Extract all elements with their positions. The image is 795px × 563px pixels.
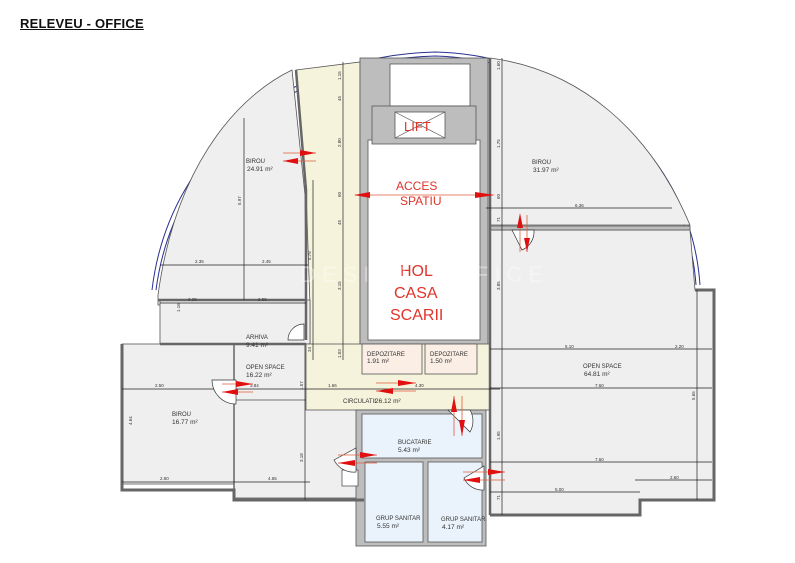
room-label: BIROU	[246, 159, 265, 165]
room-grup-sanitar-1	[364, 461, 424, 543]
room-area: 4.17 m²	[442, 524, 465, 531]
arrow-icon	[463, 469, 505, 483]
dim-text: 7.60	[595, 457, 604, 462]
dim-text: 3.15	[337, 281, 342, 290]
arrow-icon	[222, 381, 253, 395]
dim-text: 1.03	[337, 349, 342, 358]
door-swing	[287, 323, 305, 341]
room-area: 24.91 m²	[247, 166, 273, 173]
dim-text: 1.60	[496, 61, 501, 70]
room-area: 5.43 m²	[398, 447, 421, 454]
dim-text: 2.80	[337, 138, 342, 147]
dim-text: 4.65	[268, 476, 277, 481]
lift-label: LIFT	[404, 119, 431, 134]
dim-text: 2.45	[262, 259, 271, 264]
room-label: GRUP SANITAR	[376, 516, 421, 522]
dim-text: 4.30	[415, 383, 424, 388]
dim-text: 5.00	[555, 487, 564, 492]
dim-text: 2.20	[675, 344, 684, 349]
arrow-icon	[354, 192, 495, 198]
door-swing	[333, 447, 357, 473]
room-label: GRUP SANITAR	[441, 517, 486, 523]
room-area: 9.41 m²	[246, 342, 269, 349]
hol-label-1: HOL	[400, 263, 433, 280]
dim-text: 71	[496, 494, 501, 500]
room-area: 16.22 m²	[246, 372, 272, 379]
dim-text: 2.25	[188, 297, 197, 302]
room-label: DEPOZITARE	[430, 352, 468, 358]
dim-text: 5.78	[307, 251, 312, 260]
dim-text: 3.85	[496, 281, 501, 290]
dim-text: 1.95	[496, 431, 501, 440]
acces-label-2: SPATIU	[400, 194, 442, 208]
arrow-icon	[376, 380, 416, 394]
hol-label-2: CASA	[394, 285, 438, 302]
dim-text: 34	[307, 346, 312, 352]
dim-text: 1.75	[496, 139, 501, 148]
room-depozitare-2	[424, 343, 478, 375]
dim-text: 2.60	[670, 475, 679, 480]
room-arhiva	[159, 299, 311, 345]
dim-text: 71	[496, 216, 501, 222]
dim-text: 60	[337, 191, 342, 197]
watermark: DESIGN OFFICE	[300, 262, 549, 287]
room-area: 1.91 m²	[367, 358, 390, 365]
room-depozitare-1	[361, 343, 423, 375]
room-label: BUCATARIE	[398, 440, 431, 446]
room-label: OPEN SPACE	[246, 365, 285, 371]
arrow-icon	[283, 150, 316, 164]
dim-text: 2.50	[155, 383, 164, 388]
room-label: DEPOZITARE	[367, 352, 405, 358]
plan-title: RELEVEU - OFFICE	[20, 16, 144, 31]
room-area: 64.81 m²	[584, 371, 610, 378]
room-label: BIROU	[172, 412, 191, 418]
dim-text: 2.55	[258, 297, 267, 302]
door-swing	[511, 229, 535, 251]
arrow-icon	[451, 396, 465, 436]
shaft	[341, 469, 359, 487]
dim-text: 1.66	[328, 383, 337, 388]
dim-text: 60	[496, 193, 501, 199]
arrow-icon	[517, 213, 530, 252]
hol-label-3: SCARII	[390, 307, 443, 324]
dim-text: 45	[337, 95, 342, 101]
dim-text: 3.18	[299, 453, 304, 462]
room-area: 26.12 m²	[375, 398, 401, 405]
dim-text: 7.60	[595, 383, 604, 388]
core-top	[389, 63, 471, 107]
acces-label-1: ACCES	[396, 179, 437, 193]
dim-text: 1.57	[299, 381, 304, 390]
arrow-icon	[338, 452, 377, 466]
dim-text: 1.16	[176, 303, 181, 312]
dim-text: 4.64	[128, 416, 133, 425]
dim-text: 3.84	[250, 383, 259, 388]
dim-text: 5.97	[237, 196, 242, 205]
dim-text: 45	[337, 219, 342, 225]
dim-text: 2.60	[160, 476, 169, 481]
dim-text: 5.10	[565, 344, 574, 349]
room-label: ARHIVA	[246, 335, 268, 341]
room-label: OPEN SPACE	[583, 364, 622, 370]
room-area: 5.55 m²	[377, 523, 400, 530]
room-label: CIRCULATII	[343, 399, 376, 405]
room-hol	[367, 139, 481, 341]
room-birou-nw	[157, 69, 307, 306]
room-label: BIROU	[532, 160, 551, 166]
dim-text: 5.66	[691, 391, 696, 400]
room-area: 1.50 m²	[430, 358, 453, 365]
room-area: 31.97 m²	[533, 167, 559, 174]
dim-text: 2.35	[195, 259, 204, 264]
dim-text: 1.15	[337, 71, 342, 80]
room-area: 16.77 m²	[172, 419, 198, 426]
room-birou-ne	[489, 57, 691, 226]
dim-text: 6.36	[575, 203, 584, 208]
